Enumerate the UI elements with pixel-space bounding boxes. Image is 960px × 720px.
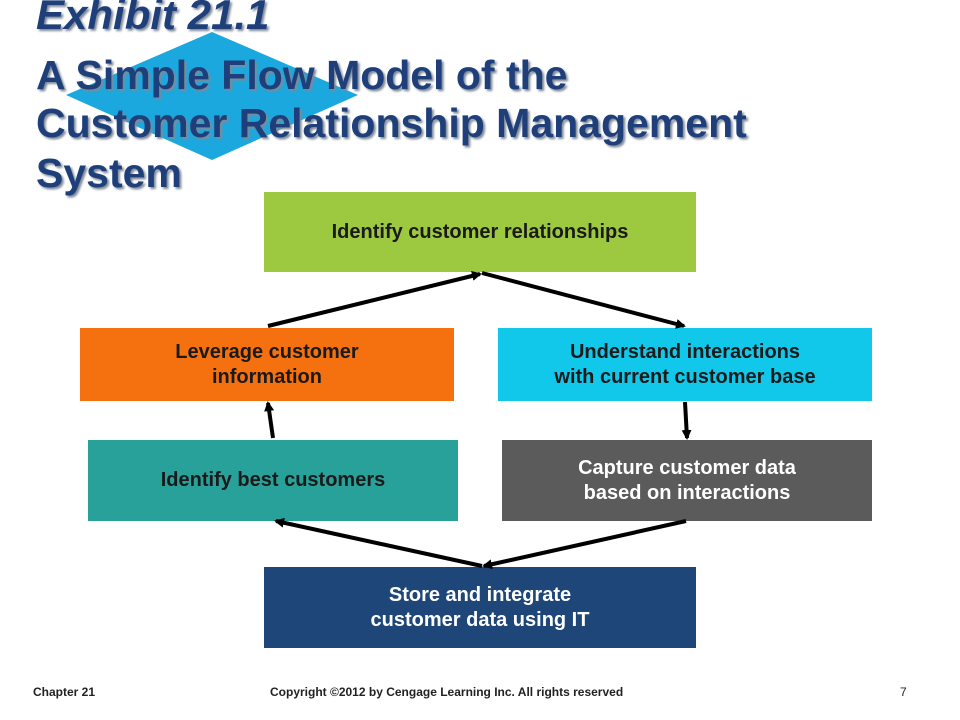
box-capture-customer-data-label: Capture customer data based on interacti… xyxy=(578,456,796,504)
box-store-and-integrate-label: Store and integrate customer data using … xyxy=(370,583,590,631)
box-store-and-integrate: Store and integrate customer data using … xyxy=(264,567,696,648)
box-leverage-customer-information-label: Leverage customer information xyxy=(175,340,359,388)
box-understand-interactions: Understand interactions with current cus… xyxy=(498,328,872,401)
arrow-understand-to-capture xyxy=(681,401,692,440)
footer-page-number: 7 xyxy=(900,685,907,699)
arrow-best-customers-to-leverage xyxy=(264,401,275,439)
arrow-identify-relationships-to-understand xyxy=(481,271,686,329)
footer-copyright: Copyright ©2012 by Cengage Learning Inc.… xyxy=(270,685,624,699)
box-identify-customer-relationships-label: Identify customer relationships xyxy=(331,220,629,243)
arrow-leverage-to-identify-relationships xyxy=(267,271,482,328)
page-title-line-3: System xyxy=(36,150,182,196)
footer-chapter: Chapter 21 xyxy=(33,685,96,699)
box-identify-best-customers: Identify best customers xyxy=(88,440,458,521)
box-identify-best-customers-label: Identify best customers xyxy=(160,469,386,491)
page-title-line-2: Customer Relationship Management xyxy=(36,100,747,146)
arrow-store-to-best-customers xyxy=(274,517,483,568)
box-understand-interactions-label: Understand interactions with current cus… xyxy=(554,340,816,388)
box-identify-customer-relationships: Identify customer relationships xyxy=(264,192,696,272)
box-leverage-customer-information: Leverage customer information xyxy=(80,328,454,401)
page-title-line-1: A Simple Flow Model of the xyxy=(36,52,568,98)
box-capture-customer-data: Capture customer data based on interacti… xyxy=(502,440,872,521)
arrow-capture-to-store xyxy=(482,519,687,570)
exhibit-number: Exhibit 21.1 xyxy=(36,0,270,38)
